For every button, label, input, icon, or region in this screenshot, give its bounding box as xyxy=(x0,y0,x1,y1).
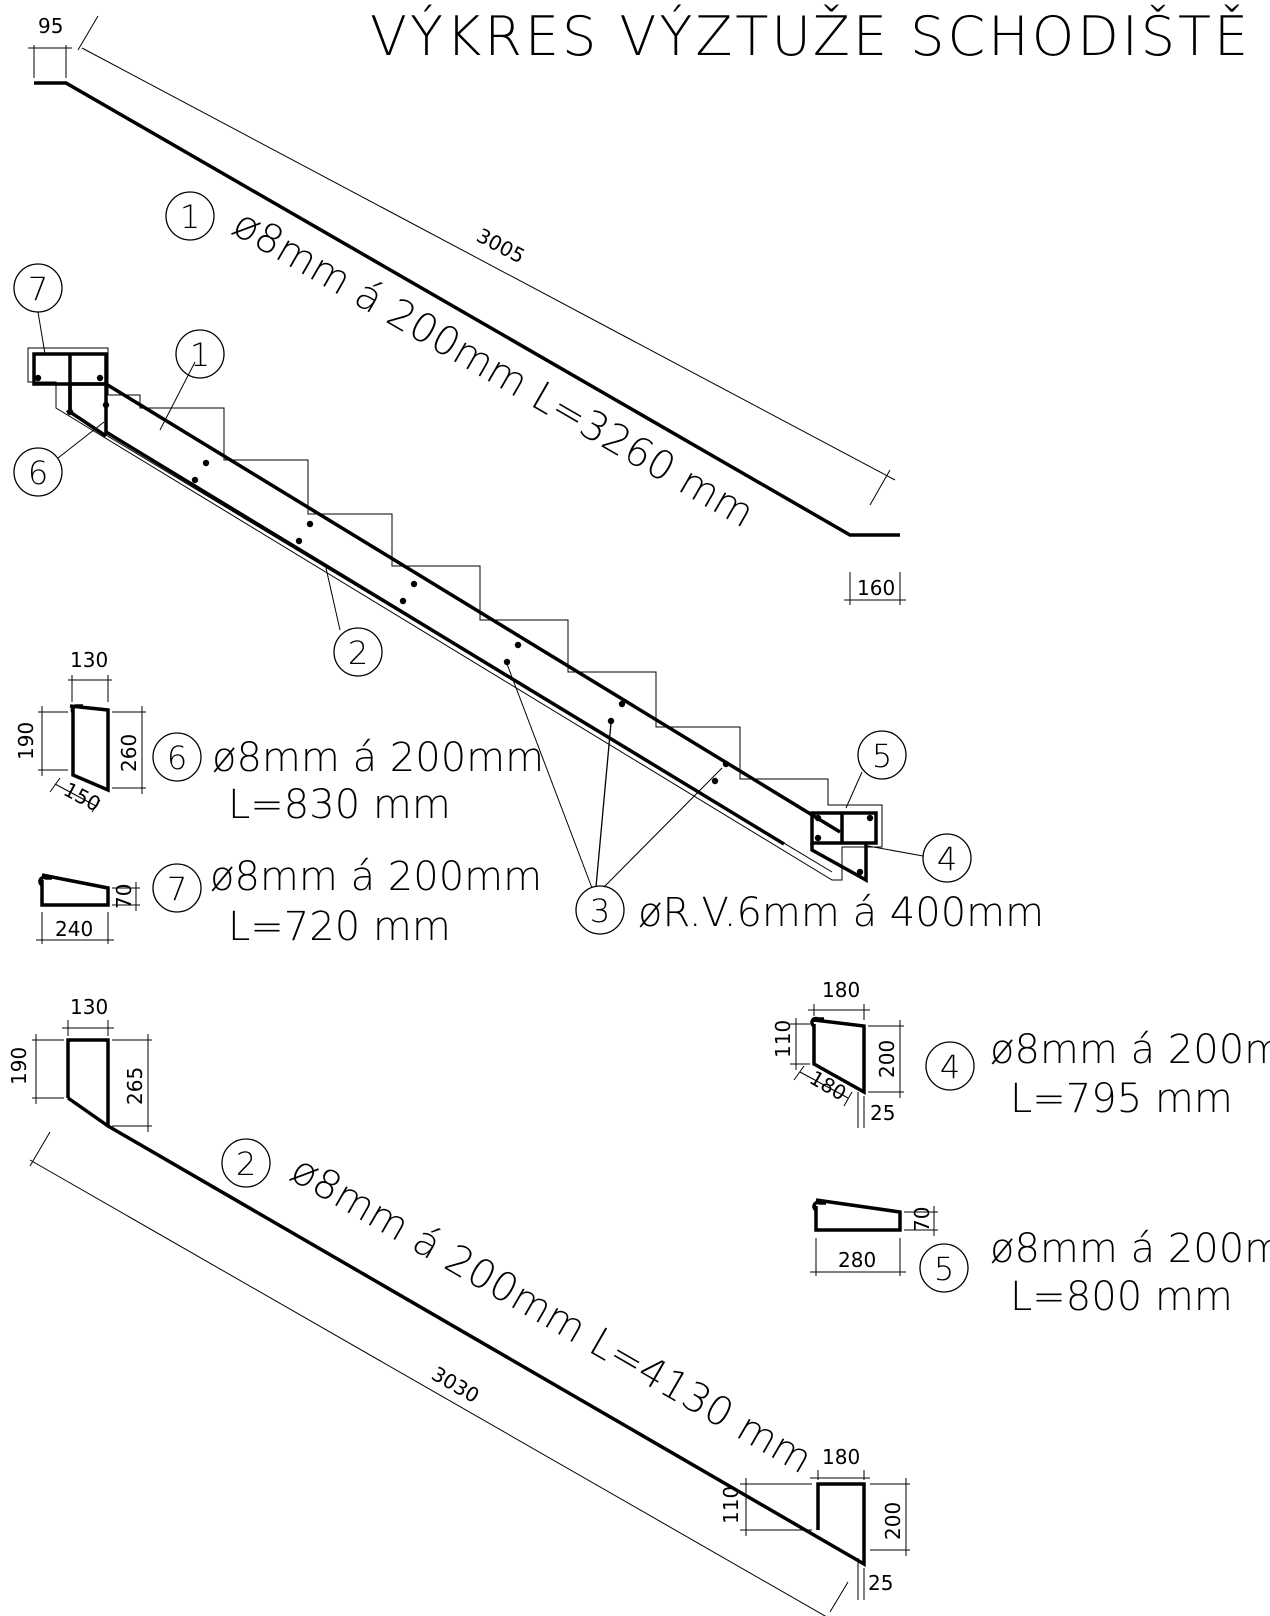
stair-marker-7-num: 7 xyxy=(28,270,48,308)
bar-1-dim-bottom-hook: 160 xyxy=(857,576,895,600)
stair-marker-5-num: 5 xyxy=(872,737,892,775)
stair-marker-2 xyxy=(333,627,383,677)
stair-marker-1-num: 1 xyxy=(190,336,210,374)
bar-2-dim-top-width: 130 xyxy=(70,995,108,1019)
bar-2-dim-bottom-width: 180 xyxy=(822,1445,860,1469)
bar-4-dim-diag: 180 xyxy=(806,1066,851,1106)
bar-5-marker xyxy=(919,1243,969,1293)
bar-2-dim-top-right: 265 xyxy=(123,1067,147,1105)
bar-7-shape xyxy=(40,873,110,907)
stair-marker-3 xyxy=(575,885,625,935)
bar-6-spec-1: ø8mm á 200mm xyxy=(212,735,544,781)
bar-6-spec-2: L=830 mm xyxy=(228,782,451,828)
bar-5-marker-num: 5 xyxy=(934,1250,954,1288)
bar-1-dim-length: 3005 xyxy=(473,223,529,268)
bar-4-dim-top: 180 xyxy=(822,978,860,1002)
bar-1-dim-top-hook: 95 xyxy=(38,14,63,38)
bar-7-marker xyxy=(152,863,202,913)
bar-6-marker xyxy=(152,732,202,782)
bar-6-shape xyxy=(69,704,110,793)
bar-4-marker-num: 4 xyxy=(940,1048,960,1086)
bar-6-marker-num: 6 xyxy=(167,739,187,777)
bar-2-shape xyxy=(66,1038,866,1568)
bar-4-spec-2: L=795 mm xyxy=(1010,1076,1233,1122)
stair-concrete-outline xyxy=(27,347,883,881)
bar-1-marker xyxy=(165,191,215,241)
bar-2-dim-length: 3030 xyxy=(428,1362,484,1408)
bar-1-detail: 95 3005 160 1 ø8mm á 200mm L=3260 mm xyxy=(28,14,906,605)
bar-2-marker xyxy=(221,1138,271,1188)
bar-5-dim-height: 70 xyxy=(910,1207,934,1232)
bar-2-marker-num: 2 xyxy=(236,1145,256,1183)
bar-2-dim-bottom-left: 110 xyxy=(719,1486,743,1524)
bar-4-spec-1: ø8mm á 200mm xyxy=(990,1027,1270,1073)
bar-7-marker-num: 7 xyxy=(167,870,187,908)
bar-6-dim-diag: 150 xyxy=(60,777,105,816)
stair-bar-5-bottom xyxy=(810,811,878,845)
stair-marker-5 xyxy=(857,730,907,780)
bar-3-spec: øR.V.6mm á 400mm xyxy=(638,890,1044,936)
bar-7-detail: 70 240 7 ø8mm á 200mm L=720 mm xyxy=(36,854,542,950)
bar-5-spec-2: L=800 mm xyxy=(1010,1274,1233,1320)
bar-7-spec-2: L=720 mm xyxy=(228,904,451,950)
bar-1-marker-num: 1 xyxy=(180,198,200,236)
bar-2-detail: 130 190 265 3030 180 110 200 25 xyxy=(7,995,910,1616)
bar-2-dim-top-left: 190 xyxy=(7,1047,31,1085)
stair-marker-2-num: 2 xyxy=(348,634,368,672)
stair-marker-1 xyxy=(175,329,225,379)
stair-section: 1 7 6 2 5 4 3 øR.V.6mm á 400mm xyxy=(13,263,1044,936)
bar-4-dim-cover: 25 xyxy=(870,1101,895,1125)
bar-7-dim-width: 240 xyxy=(55,917,93,941)
bar-5-spec-1: ø8mm á 200mm xyxy=(990,1226,1270,1272)
stair-bar-6 xyxy=(68,384,107,438)
bar-6-detail: 130 190 260 150 6 ø8mm á 200mm L=830 mm xyxy=(14,648,544,828)
bar-2-dim-cover: 25 xyxy=(868,1571,893,1595)
bar-7-spec-1: ø8mm á 200mm xyxy=(210,854,542,900)
distribution-bars-3 xyxy=(34,374,874,876)
stair-marker-3-num: 3 xyxy=(590,892,610,930)
bar-4-dim-right: 200 xyxy=(875,1040,899,1078)
bar-1-shape xyxy=(34,81,900,537)
stair-marker-4-num: 4 xyxy=(937,840,957,878)
bar-2-spec: ø8mm á 200mm L=4130 mm xyxy=(283,1147,820,1483)
stair-marker-6-num: 6 xyxy=(28,454,48,492)
stair-bar-4 xyxy=(810,843,868,883)
bar-5-shape xyxy=(814,1198,902,1232)
bar-2-dim-bottom-right: 200 xyxy=(881,1502,905,1540)
bar-5-dim-width: 280 xyxy=(838,1248,876,1272)
bar-4-marker xyxy=(925,1041,975,1091)
bar-4-detail: 180 110 200 180 25 4 ø8mm á 200mm L=795 … xyxy=(771,978,1270,1128)
bar-5-detail: 70 280 5 ø8mm á 200mm L=800 mm xyxy=(810,1198,1270,1320)
bar-6-dim-right: 260 xyxy=(117,734,141,772)
drawing-title: VÝKRES VÝZTUŽE SCHODIŠTĚ xyxy=(370,5,1251,68)
bar-6-dim-left: 190 xyxy=(14,722,38,760)
bar-4-dim-left: 110 xyxy=(771,1020,795,1058)
bar-6-dim-top: 130 xyxy=(70,648,108,672)
stair-marker-6 xyxy=(13,447,63,497)
bar-4-shape xyxy=(812,1018,866,1095)
bar-7-dim-height: 70 xyxy=(112,884,136,909)
stair-marker-4 xyxy=(922,833,972,883)
